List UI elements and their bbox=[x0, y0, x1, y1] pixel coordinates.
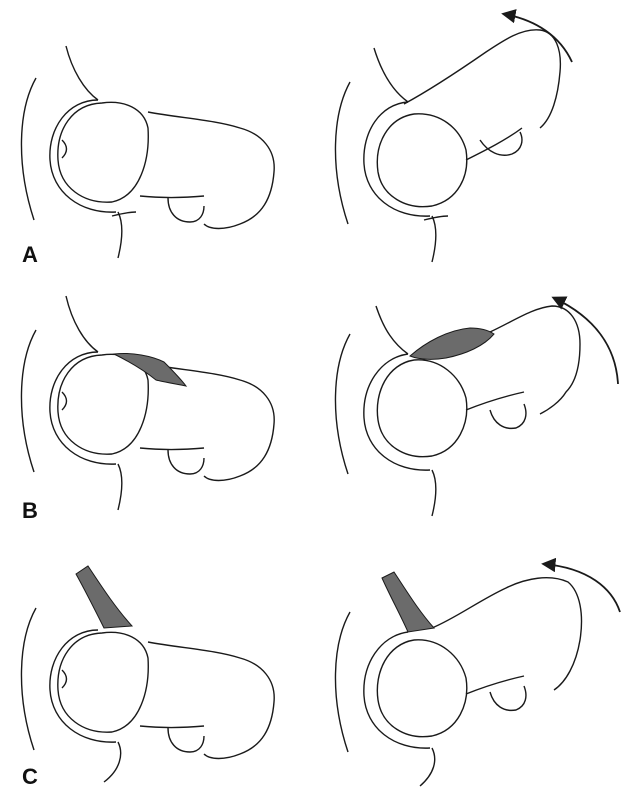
femoral-head bbox=[377, 114, 466, 207]
neck-bottom-rotated bbox=[466, 392, 524, 410]
rotation-arrow-b bbox=[554, 298, 618, 384]
panel-a-right bbox=[335, 30, 560, 262]
femoral-head bbox=[58, 354, 148, 454]
panel-label-c: C bbox=[22, 766, 38, 788]
pelvis-outer-curve bbox=[335, 612, 350, 752]
acetabular-rim bbox=[376, 306, 408, 354]
rotation-arrow-c bbox=[544, 564, 620, 612]
panel-label-a: A bbox=[22, 244, 38, 266]
head-fovea bbox=[62, 392, 67, 410]
lesser-trochanter bbox=[490, 686, 526, 710]
panel-b-left bbox=[21, 296, 274, 510]
lesser-trochanter bbox=[490, 404, 526, 428]
pelvis-outer-curve bbox=[21, 330, 36, 472]
ischium-line bbox=[432, 470, 436, 516]
femoral-head bbox=[58, 632, 148, 732]
acetabulum-socket bbox=[50, 352, 116, 464]
acetabulum-socket bbox=[50, 100, 116, 212]
neck-bottom bbox=[140, 196, 204, 198]
femoral-head bbox=[377, 640, 466, 737]
pelvis-outer-curve bbox=[21, 78, 36, 220]
pelvis-outer-curve bbox=[335, 334, 350, 474]
neck-bottom bbox=[140, 726, 204, 728]
neck-top bbox=[148, 642, 274, 759]
neck-top-rotated bbox=[432, 578, 582, 690]
cam-bump-b-right bbox=[410, 328, 494, 359]
lesser-trochanter bbox=[168, 198, 204, 222]
acetabulum-socket bbox=[364, 632, 430, 748]
lesser-trochanter bbox=[168, 728, 204, 752]
acetabular-rim bbox=[374, 48, 408, 102]
pelvis-outer-curve bbox=[335, 82, 350, 224]
pincer-rim-c-right bbox=[382, 572, 434, 632]
pincer-rim-c-left bbox=[76, 566, 132, 628]
ischium-line bbox=[432, 216, 436, 262]
ischium-line bbox=[104, 742, 121, 782]
cam-bump-b-left bbox=[114, 353, 186, 386]
acetabular-rim bbox=[66, 296, 98, 352]
pelvis-outer-curve bbox=[21, 608, 36, 750]
ischium-line bbox=[118, 464, 122, 510]
acetabular-rim bbox=[66, 46, 98, 100]
neck-bottom bbox=[140, 448, 204, 450]
head-fovea bbox=[62, 140, 67, 158]
neck-top-rotated bbox=[404, 30, 560, 128]
neck-bottom-rotated bbox=[466, 128, 522, 160]
rotation-arrow-a bbox=[504, 14, 572, 62]
lesser-trochanter bbox=[480, 132, 522, 155]
panel-a-left bbox=[21, 46, 274, 258]
femoral-head bbox=[377, 360, 466, 457]
neck-bottom-rotated bbox=[466, 676, 524, 694]
femoral-head bbox=[58, 102, 148, 202]
panel-label-b: B bbox=[22, 500, 38, 522]
panel-c-right bbox=[335, 578, 581, 786]
ischium-line bbox=[118, 212, 122, 258]
head-fovea bbox=[62, 670, 67, 688]
acetabulum-socket bbox=[364, 354, 430, 470]
panel-c-left bbox=[21, 608, 274, 782]
neck-top bbox=[148, 112, 274, 229]
ischium-line bbox=[420, 748, 435, 786]
acetabulum-socket bbox=[50, 630, 116, 742]
lesser-trochanter bbox=[168, 450, 204, 474]
